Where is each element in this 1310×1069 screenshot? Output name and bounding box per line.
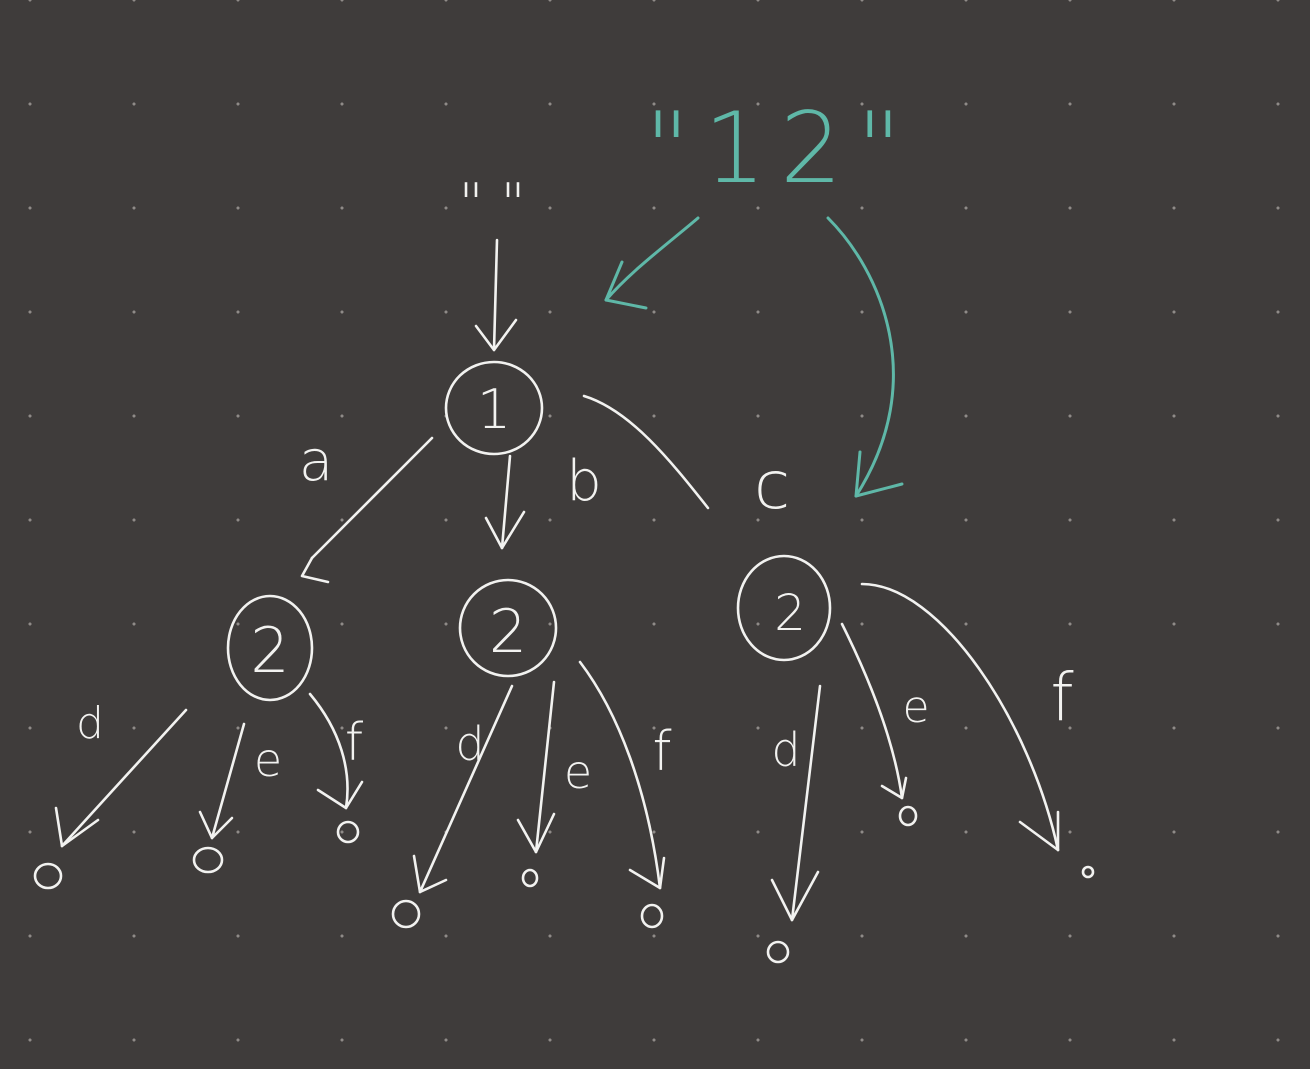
root-node-label: 1 [477, 378, 511, 441]
node-c-edge-d-label: d [771, 723, 800, 777]
edge-b-arrowhead [484, 510, 526, 550]
node-c-leaf-e [898, 805, 918, 827]
edge-a-arrowhead [300, 556, 330, 584]
edge-b-label: b [566, 449, 602, 514]
edge-a-label: a [299, 429, 333, 494]
node-a-edge-e-label: e [254, 733, 282, 787]
node-b-edge-d-label: d [455, 717, 484, 771]
node-c-leaf-d [766, 940, 790, 964]
node-a-edge-f-line [308, 692, 349, 810]
node-b-edge-f-label: f [652, 720, 671, 783]
node-b-edge-d-arrowhead [412, 854, 448, 894]
node-b-edge-d-line [418, 684, 514, 894]
node-c-edge-e-label: e [902, 682, 929, 733]
pointer-arrowhead-root [604, 260, 648, 310]
node-a-edge-f-arrowhead [316, 780, 364, 810]
node-a-edge-d-arrowhead [54, 806, 100, 848]
root-node: 1 [444, 360, 544, 456]
level2-node-a: 2 d e f [33, 594, 364, 890]
node-c-leaf-f [1081, 865, 1095, 879]
edge-a-line [310, 436, 434, 560]
node-c-edge-e-arrowhead [880, 776, 908, 800]
pointer-arrow-to-root [604, 216, 700, 302]
node-c-edge-f-line [860, 582, 1060, 852]
node-a-leaf-d [33, 862, 63, 890]
edge-b-line [500, 454, 512, 550]
node-c-edge-f-label: f [1050, 659, 1074, 736]
level2-node-c: 2 d e f [736, 554, 1095, 964]
node-a-edge-d-line [60, 708, 188, 848]
pointer-arrow-to-level2 [826, 216, 895, 498]
node-a-edge-e-line [210, 722, 246, 840]
node-c-edge-d-arrowhead [770, 870, 820, 922]
edge-c-label: c [754, 447, 790, 524]
node-b-edge-f-arrowhead [628, 856, 666, 890]
node-b-leaf-d [391, 899, 421, 929]
node-a-edge-d-label: d [76, 698, 104, 749]
node-a-leaf-e [192, 846, 224, 874]
edge-b: b [484, 449, 602, 550]
level2-node-a-circle [226, 594, 314, 702]
root-node-circle [444, 360, 544, 456]
node-a-edge-f-label: f [345, 713, 364, 773]
level2-node-c-label: 2 [774, 584, 806, 642]
node-c-edge-d-line [790, 684, 822, 922]
node-b-edge-e-arrowhead [516, 812, 556, 854]
node-a-leaf-f [336, 820, 360, 844]
pointer-arrowhead-level2 [854, 450, 904, 498]
level2-node-b-circle [458, 578, 558, 678]
node-b-edge-e-line [534, 680, 556, 854]
node-c-edge-f-arrowhead [1018, 810, 1060, 852]
edge-a: a [299, 429, 434, 584]
empty-string-label: " " [459, 172, 526, 235]
entry-arrow [492, 238, 499, 352]
edge-c-line [582, 394, 710, 510]
node-b-leaf-e [521, 868, 539, 888]
node-b-leaf-f [640, 903, 664, 929]
level2-node-b-label: 2 [489, 597, 527, 667]
node-b-edge-e-label: e [564, 745, 592, 799]
level2-node-c-circle [736, 554, 832, 662]
entry-annotation: " " [459, 172, 526, 352]
node-c-edge-e-line [840, 622, 904, 800]
level2-node-b: 2 d e f [391, 578, 672, 929]
level2-node-a-label: 2 [250, 614, 289, 687]
edge-c: c [582, 394, 790, 524]
input-string-annotation: "12" [604, 92, 916, 498]
node-a-edge-e-arrowhead [198, 810, 234, 840]
entry-arrowhead [474, 318, 518, 352]
node-b-edge-f-line [578, 660, 662, 890]
input-string-label: "12" [645, 92, 916, 206]
